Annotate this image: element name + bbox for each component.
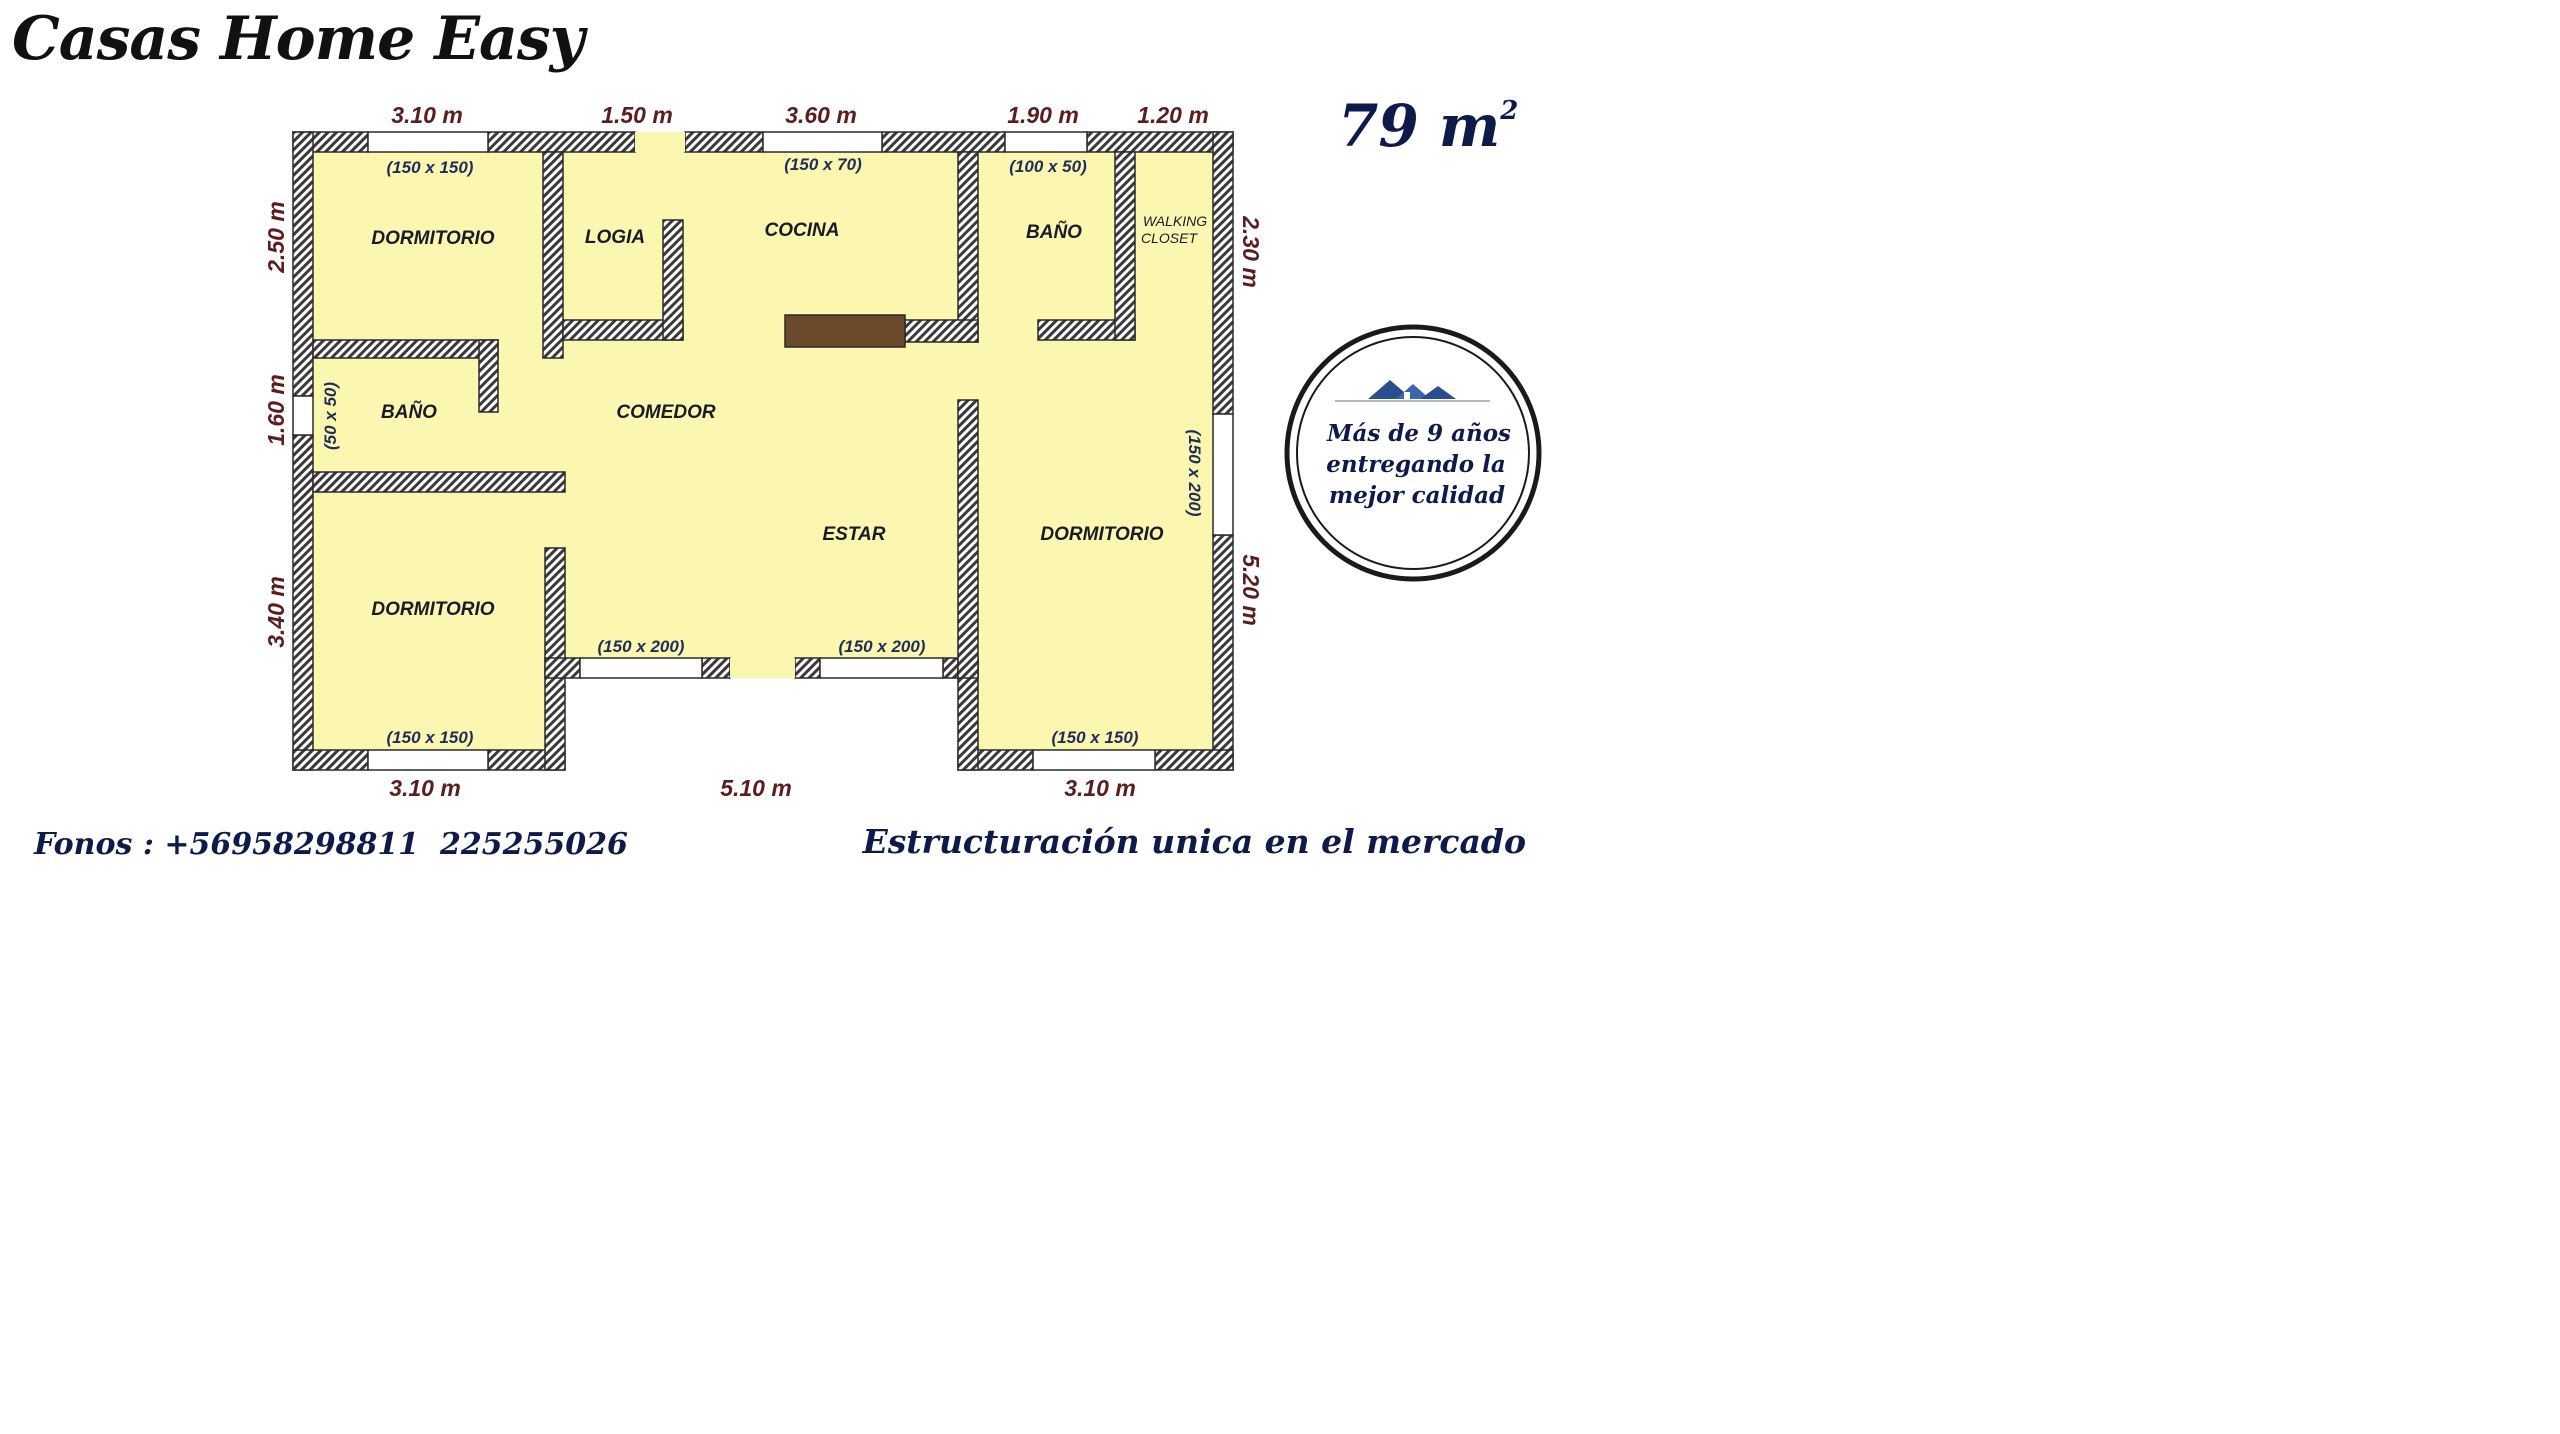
window-label-3: (100 x 50) [1009, 157, 1087, 176]
slogan: Estructuración unica en el mercado [862, 822, 1526, 861]
dimensions-right: 2.30 m 5.20 m [1238, 215, 1264, 626]
floor-plan: 3.10 m 1.50 m 3.60 m 1.90 m 1.20 m 2.50 … [263, 102, 1542, 801]
window-dormitorio-2-bottom [1032, 749, 1156, 771]
badge-line-1: Más de 9 años [1326, 420, 1511, 447]
entry-door [635, 132, 685, 152]
area-label: 79 m2 [1338, 92, 1518, 160]
area-value: 79 m [1338, 92, 1501, 160]
dim-top-3: 3.60 m [785, 102, 857, 128]
dim-bottom-2: 5.10 m [720, 775, 792, 801]
room-dormitorio-1: DORMITORIO [371, 228, 494, 249]
window-bano-1 [292, 395, 314, 436]
quality-badge: Más de 9 años entregando la mejor calida… [1284, 324, 1542, 582]
window-label-7: (150 x 200) [839, 637, 926, 656]
window-label-6: (150 x 200) [598, 637, 685, 656]
dim-top-5: 1.20 m [1137, 102, 1209, 128]
room-bano-1: BAÑO [381, 401, 437, 423]
dimensions-bottom: 3.10 m 5.10 m 3.10 m [389, 775, 1136, 801]
room-logia: LOGIA [585, 227, 645, 248]
dim-right-1: 2.30 m [1238, 215, 1264, 288]
dim-bottom-3: 3.10 m [1064, 775, 1136, 801]
contact-phones: Fonos : +56958298811 225255026 [34, 827, 628, 862]
dim-left-2: 1.60 m [263, 374, 289, 446]
dim-top-1: 3.10 m [391, 102, 463, 128]
room-bano-2: BAÑO [1026, 221, 1082, 243]
window-label-2: (150 x 70) [784, 155, 862, 174]
room-walking-line2: CLOSET [1141, 230, 1198, 246]
room-estar: ESTAR [823, 524, 886, 545]
dim-left-1: 2.50 m [263, 201, 289, 274]
room-dormitorio-3: DORMITORIO [371, 599, 494, 620]
brand-title: Casas Home Easy [12, 4, 584, 74]
badge-inner-ring [1296, 336, 1530, 570]
window-label-9: (150 x 150) [1052, 728, 1139, 747]
dimensions-top: 3.10 m 1.50 m 3.60 m 1.90 m 1.20 m [391, 102, 1209, 128]
window-estar-right [819, 657, 944, 679]
window-label-8: (150 x 150) [387, 728, 474, 747]
window-cocina [762, 131, 883, 153]
window-dormitorio-3 [367, 749, 489, 771]
dim-top-2: 1.50 m [601, 102, 673, 128]
kitchen-counter [784, 314, 906, 348]
dim-bottom-1: 3.10 m [389, 775, 461, 801]
room-labels: DORMITORIO LOGIA COCINA BAÑO WALKING CLO… [371, 213, 1207, 620]
dim-right-2: 5.20 m [1238, 554, 1264, 626]
room-cocina: COCINA [765, 220, 840, 241]
window-label-1: (150 x 150) [387, 158, 474, 177]
window-label-5: (150 x 200) [1185, 430, 1204, 517]
window-dormitorio-2 [1212, 413, 1234, 536]
windows [292, 131, 1234, 771]
dimensions-left: 2.50 m 1.60 m 3.40 m [263, 201, 289, 648]
house-logo-icon [1335, 380, 1490, 402]
dim-left-3: 3.40 m [263, 576, 289, 648]
badge-line-3: mejor calidad [1329, 482, 1505, 509]
window-labels: (150 x 150) (150 x 70) (100 x 50) (50 x … [321, 155, 1204, 747]
area-unit: 2 [1500, 96, 1519, 126]
window-bano-2 [1004, 131, 1088, 153]
room-walking-line1: WALKING [1143, 213, 1207, 229]
room-comedor: COMEDOR [616, 402, 716, 423]
room-dormitorio-2: DORMITORIO [1040, 524, 1163, 545]
dim-top-4: 1.90 m [1007, 102, 1079, 128]
window-label-4: (50 x 50) [321, 382, 340, 450]
badge-line-2: entregando la [1326, 451, 1506, 478]
window-estar-left [579, 657, 703, 679]
front-door [730, 658, 795, 678]
window-dormitorio-1 [367, 131, 489, 153]
walls [292, 131, 1234, 771]
